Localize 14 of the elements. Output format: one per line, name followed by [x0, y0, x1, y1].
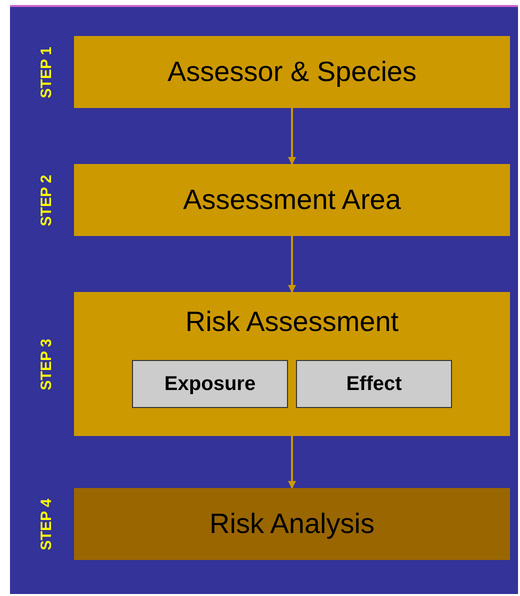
arrow: [288, 108, 296, 165]
arrow: [288, 236, 296, 293]
process-box: Assessor & Species: [74, 36, 510, 108]
process-box: [74, 292, 510, 436]
step-label: STEP 1: [38, 46, 55, 98]
box-title: Risk Assessment: [185, 306, 399, 338]
arrow: [288, 436, 296, 489]
sub-box: Effect: [296, 360, 452, 408]
sub-box: Exposure: [132, 360, 288, 408]
step-label: STEP 4: [38, 498, 55, 550]
step-label: STEP 3: [38, 338, 55, 390]
process-box: Risk Analysis: [74, 488, 510, 560]
process-box: Assessment Area: [74, 164, 510, 236]
step-label: STEP 2: [38, 174, 55, 226]
